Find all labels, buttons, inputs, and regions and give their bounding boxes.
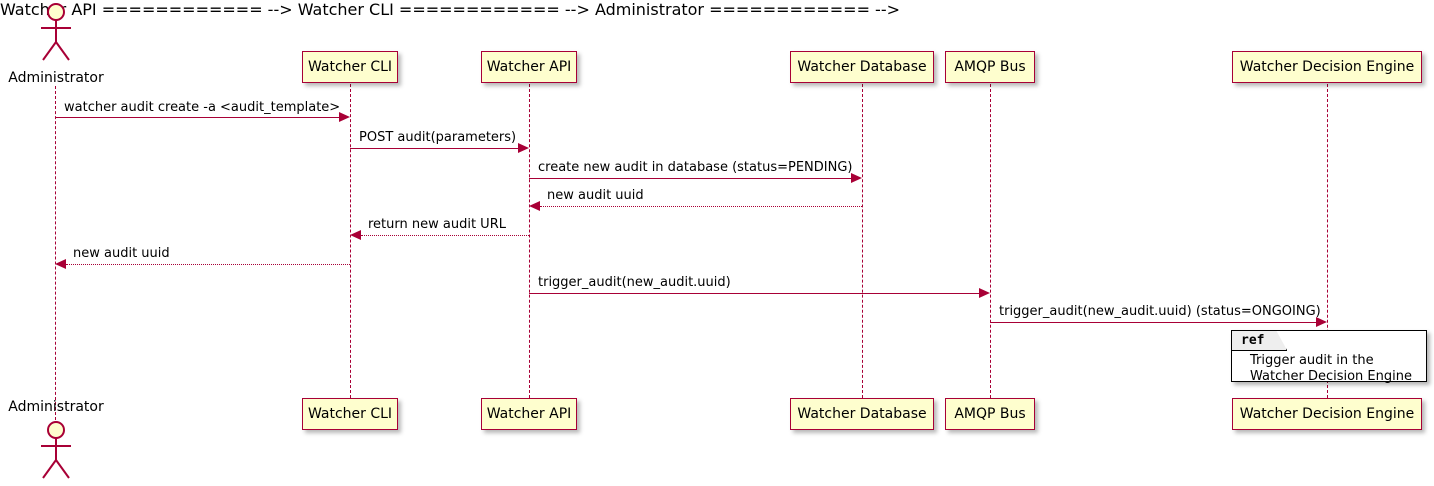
participant-watcher-decision-engine-top[interactable]: Watcher Decision Engine <box>1232 51 1422 83</box>
participant-label: AMQP Bus <box>954 406 1026 422</box>
message-line-5 <box>361 235 529 236</box>
actor-label-administrator-bottom: Administrator <box>8 399 104 415</box>
actor-stick-figure-icon <box>41 3 71 61</box>
message-label-3: create new audit in database (status=PEN… <box>538 160 853 175</box>
actor-stick-figure-icon <box>41 421 71 479</box>
lifeline-watcher-decision-engine <box>1327 84 1328 398</box>
actor-label-administrator-top: Administrator <box>8 70 104 86</box>
lifeline-administrator <box>55 86 56 420</box>
message-line-3 <box>529 178 851 179</box>
participant-watcher-database-top[interactable]: Watcher Database <box>790 51 934 83</box>
ref-fragment-keyword: ref <box>1232 331 1287 351</box>
lifeline-watcher-cli <box>350 84 351 398</box>
participant-watcher-database-bottom[interactable]: Watcher Database <box>790 398 934 430</box>
message-line-1 <box>55 117 339 118</box>
message-arrowhead-8 <box>1316 317 1327 327</box>
participant-label: Watcher Database <box>797 406 927 422</box>
participant-watcher-cli-bottom[interactable]: Watcher CLI <box>302 398 398 430</box>
participant-label: Watcher API <box>486 59 572 75</box>
participant-label: Watcher Database <box>797 59 927 75</box>
message-line-8 <box>990 322 1316 323</box>
message-label-4: new audit uuid <box>547 188 644 203</box>
message-line-7 <box>529 293 979 294</box>
participant-label: AMQP Bus <box>954 59 1026 75</box>
actor-administrator-top[interactable] <box>30 2 80 64</box>
message-line-6 <box>66 264 350 265</box>
message-arrowhead-4 <box>529 201 540 211</box>
message-label-5: return new audit URL <box>368 217 506 232</box>
lifeline-watcher-api <box>529 84 530 398</box>
participant-label: Watcher Decision Engine <box>1239 59 1415 75</box>
message-arrowhead-6 <box>55 259 66 269</box>
message-line-4 <box>540 206 862 207</box>
message-label-2: POST audit(parameters) <box>359 130 517 145</box>
participant-amqp-bus-bottom[interactable]: AMQP Bus <box>945 398 1035 430</box>
ref-fragment-trigger-audit[interactable]: ref Trigger audit in the Watcher Decisio… <box>1231 330 1427 384</box>
ref-fragment-text: Trigger audit in the Watcher Decision En… <box>1250 353 1412 384</box>
message-label-6: new audit uuid <box>73 246 170 261</box>
participant-watcher-api-bottom[interactable]: Watcher API <box>481 398 577 430</box>
message-label-7: trigger_audit(new_audit.uuid) <box>538 275 731 290</box>
participant-label: Watcher CLI <box>307 59 393 75</box>
participant-label: Watcher Decision Engine <box>1239 406 1415 422</box>
participant-amqp-bus-top[interactable]: AMQP Bus <box>945 51 1035 83</box>
message-arrowhead-2 <box>518 143 529 153</box>
message-arrowhead-1 <box>339 112 350 122</box>
actor-administrator-bottom[interactable] <box>30 420 80 482</box>
participant-label: Watcher API <box>486 406 572 422</box>
message-arrowhead-3 <box>851 173 862 183</box>
participant-watcher-decision-engine-bottom[interactable]: Watcher Decision Engine <box>1232 398 1422 430</box>
participant-watcher-cli-top[interactable]: Watcher CLI <box>302 51 398 83</box>
message-arrowhead-7 <box>979 288 990 298</box>
lifeline-watcher-database <box>862 84 863 398</box>
message-line-2 <box>350 148 518 149</box>
participant-watcher-api-top[interactable]: Watcher API <box>481 51 577 83</box>
message-label-1: watcher audit create -a <audit_template> <box>64 100 341 115</box>
message-arrowhead-5 <box>350 230 361 240</box>
message-label-8: trigger_audit(new_audit.uuid) (status=ON… <box>999 304 1321 319</box>
lifeline-amqp-bus <box>990 84 991 398</box>
participant-label: Watcher CLI <box>307 406 393 422</box>
